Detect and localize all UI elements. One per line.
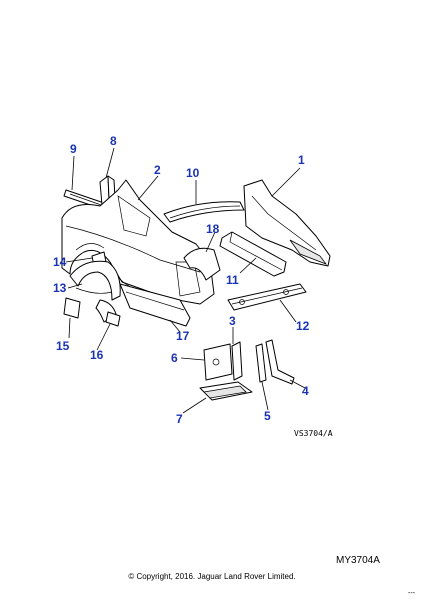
callout-11: 11: [226, 273, 239, 287]
part-11-box-member: [219, 231, 287, 277]
callout-18: 18: [206, 222, 220, 236]
drawing-code: VS3704/A: [294, 429, 333, 438]
callout-4: 4: [302, 384, 309, 398]
part-3-bracket: [231, 341, 243, 381]
callout-15: 15: [56, 339, 70, 353]
part-10-roof-rail: [163, 201, 245, 223]
callout-1: 1: [298, 153, 305, 167]
callout-7: 7: [176, 412, 183, 426]
callout-9: 9: [70, 142, 77, 156]
part-7-floor-extension: [199, 381, 253, 401]
callout-12: 12: [296, 319, 310, 333]
callout-14: 14: [53, 255, 67, 269]
part-17-sill: [119, 283, 191, 327]
callout-2: 2: [154, 163, 161, 177]
callout-10: 10: [186, 166, 200, 180]
part-16-reinforcement: [95, 299, 121, 327]
part-1-inner-panel: [243, 179, 331, 267]
callout-13: 13: [53, 281, 67, 295]
reference-code: MY3704A: [336, 555, 380, 566]
callout-8: 8: [110, 134, 117, 148]
part-13-wheel-arch: [69, 260, 121, 301]
callout-16: 16: [90, 348, 104, 362]
part-5-reinforcement: [255, 343, 267, 383]
leader-lines: [65, 147, 306, 414]
callout-5: 5: [264, 409, 271, 423]
part-15-plate: [63, 297, 81, 319]
part-6-closing-panel: [203, 343, 233, 381]
callout-3: 3: [229, 314, 236, 328]
callout-labels: 1 2 3 4 5 6 7 8 9 10 11 12 13 14 15 16 1…: [53, 134, 310, 426]
part-12-crossmember: [227, 283, 307, 311]
copyright-notice: © Copyright, 2016. Jaguar Land Rover Lim…: [128, 572, 296, 581]
part-4-reinforcement: [265, 339, 295, 385]
part-18-inner-arch: [183, 247, 221, 281]
callout-17: 17: [176, 329, 190, 343]
callout-6: 6: [171, 351, 178, 365]
corner-mark: ---: [408, 590, 415, 597]
